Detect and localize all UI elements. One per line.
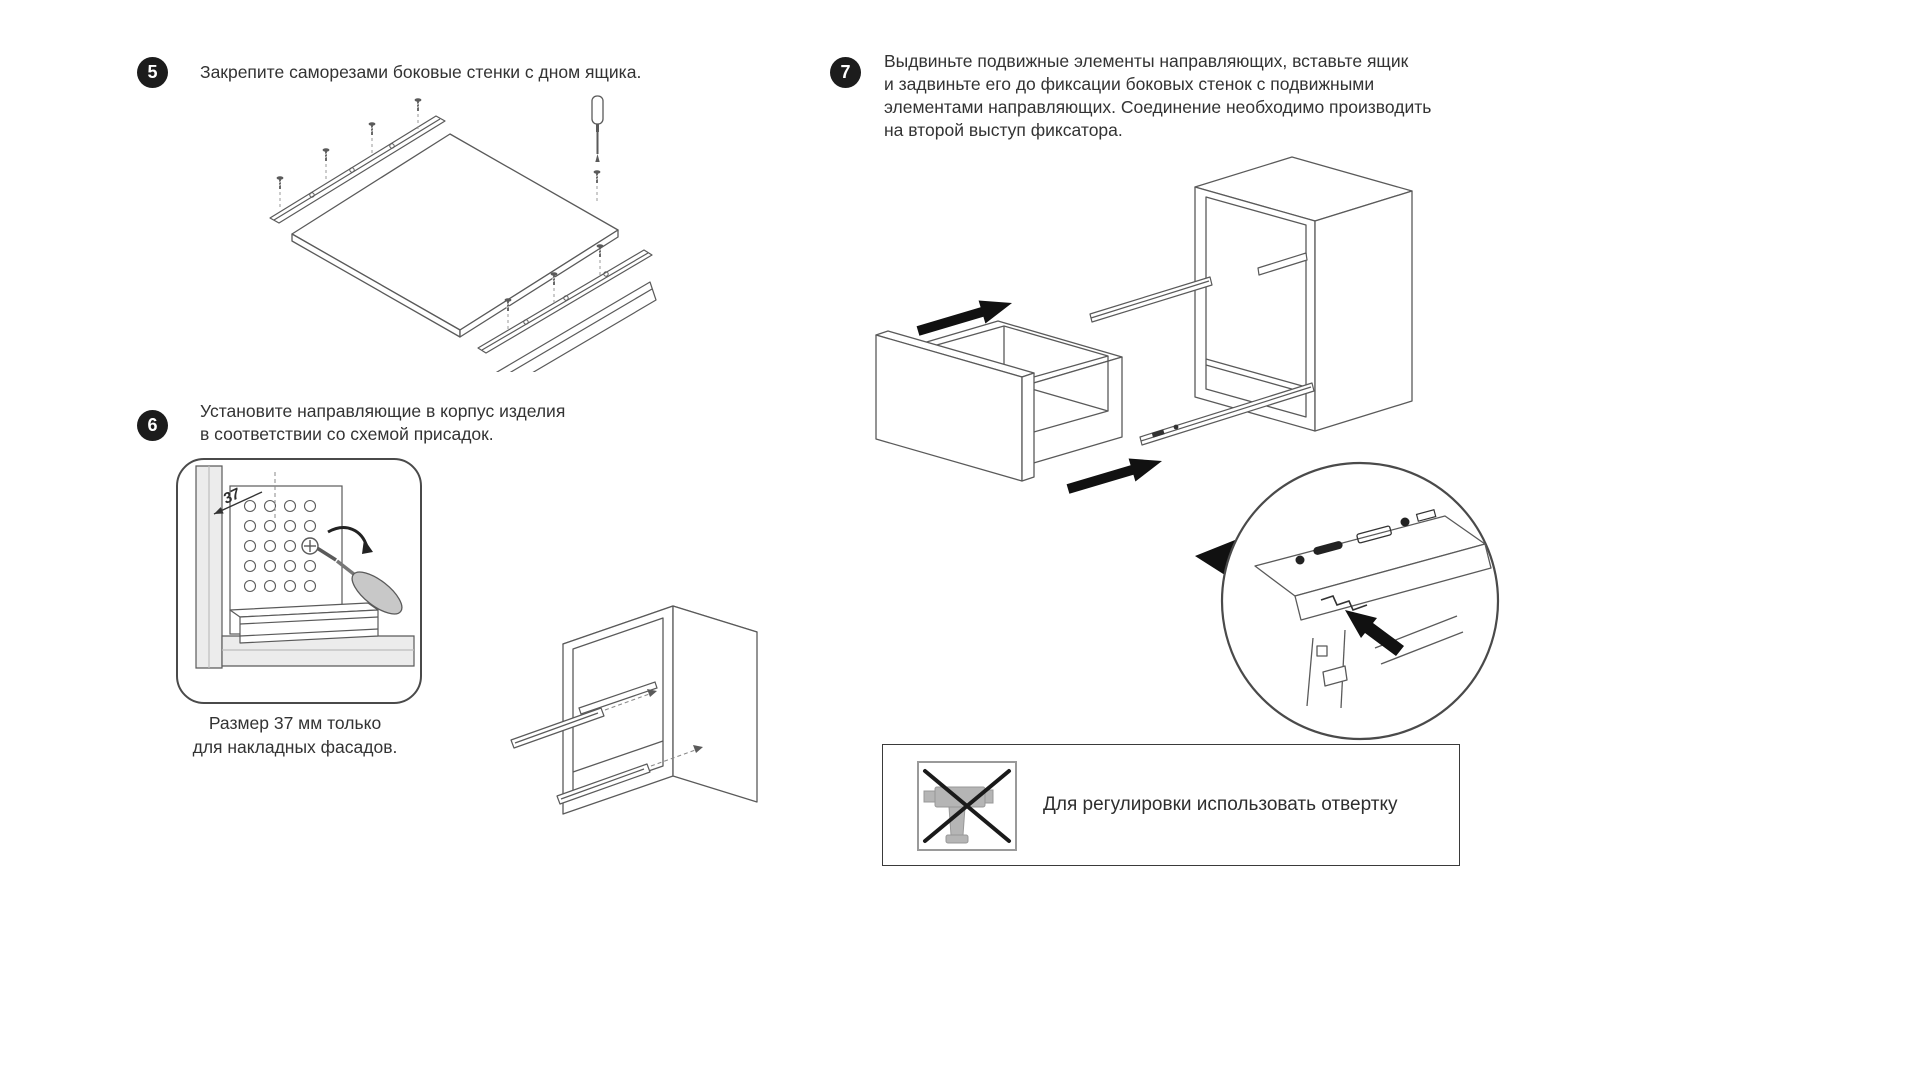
step-5-text: Закрепите саморезами боковые стенки с дн… [200,62,642,82]
step-6-badge: 6 [137,410,168,441]
mounting-detail-callout: 37 [176,458,422,704]
dimension-37-label: 37 [221,485,244,508]
screwdriver-icon [335,559,403,615]
step-6-text: Установите направляющие в корпус изделия… [200,400,565,446]
drill-crossed-icon [923,769,1011,844]
drawer-front-panel [875,330,1035,482]
channel-rail-profile [229,602,379,644]
mounted-rail [578,681,658,715]
screwdriver-icon [591,95,604,162]
step-7-text-line3: элементами направляющих. Соединение необ… [884,97,1432,117]
caption-line1: Размер 37 мм только [208,713,382,733]
step-7-text: Выдвиньте подвижные элементы направляющи… [884,50,1431,142]
latch-arrow-icon [1345,610,1404,656]
euro-screw [301,537,337,562]
step-7-text-line1: Выдвиньте подвижные элементы направляющи… [884,51,1409,71]
callout-caption: Размер 37 мм только для накладных фасадо… [150,711,440,759]
slide-rails [510,707,651,805]
step-6-text-line1: Установите направляющие в корпус изделия [200,401,566,421]
step-7-badge: 7 [830,57,861,88]
rail-holes [309,143,609,325]
dimension-37: 37 [213,485,263,515]
step-7-text-line4: на второй выступ фиксатора. [884,120,1123,140]
no-drill-warning [917,761,1017,851]
step-6-text-line2: в соответствии со схемой присадок. [200,424,494,444]
note-text: Для регулировки использовать отвертку [1043,794,1398,815]
cabinet-body [562,605,758,815]
insertion-arrowheads [647,689,703,753]
rail-slots [1295,509,1437,565]
illustration-cabinet-rail-install [510,605,758,815]
caption-line2: для накладных фасадов. [192,737,398,757]
note-box: Для регулировки использовать отвертку [882,744,1460,866]
drawer-bottom-panel [291,133,619,338]
rail-lock-detail [1254,509,1492,709]
latch-lever [1320,595,1368,612]
step-5-badge: 5 [137,57,168,88]
illustration-drawer-insertion [875,156,1413,494]
extended-slide-rails [1089,252,1315,446]
cabinet-body [1194,156,1413,432]
insertion-guides [604,691,702,767]
illustration-drawer-bottom-assembly [269,95,657,372]
step-7-text-line2: и задвиньте его до фиксации боковых стен… [884,74,1375,94]
illustration-rail-mounting-detail: 37 [195,465,415,669]
lock-detail-callout [1195,461,1500,741]
rotation-arrow-icon [327,526,373,554]
insert-arrows [916,300,1162,494]
right-side-rail [477,249,657,372]
cabinet-corner-panels [195,465,415,669]
